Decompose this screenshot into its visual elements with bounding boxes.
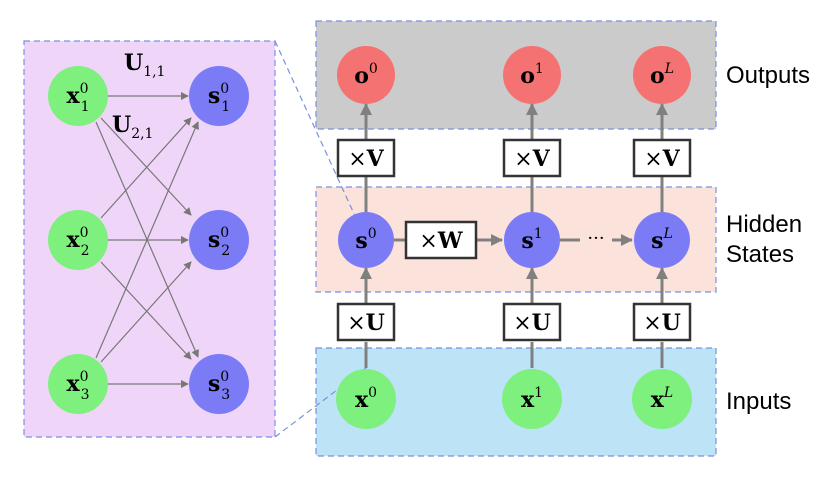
svg-text:xL: xL <box>651 385 673 413</box>
svg-text:s02: s02 <box>208 225 230 259</box>
svg-text:s0: s0 <box>355 226 376 254</box>
svg-text:×W: ×W <box>419 228 462 254</box>
hidden-node-l: sL <box>634 212 690 268</box>
svg-text:x01: x01 <box>67 81 90 115</box>
svg-text:s03: s03 <box>208 369 230 403</box>
output-node-1: o1 <box>503 46 561 104</box>
edge-label-u21: U2,1 <box>112 112 153 142</box>
label-outputs: Outputs <box>726 62 810 89</box>
hidden-node-1: s1 <box>504 212 560 268</box>
svg-text:x03: x03 <box>67 369 90 403</box>
svg-text:o1: o1 <box>520 61 544 89</box>
output-node-0: o0 <box>337 46 395 104</box>
svg-text:oL: oL <box>650 61 674 89</box>
svg-text:sL: sL <box>651 226 673 254</box>
weight-box-u-l: ×U <box>632 302 692 342</box>
svg-text:×U: ×U <box>643 310 681 336</box>
weight-box-v-1: ×V <box>502 138 562 178</box>
detail-edges <box>95 92 199 388</box>
unrolled-edges <box>360 103 668 368</box>
svg-text:x02: x02 <box>67 225 90 259</box>
input-node-1: x1 <box>502 369 562 429</box>
weight-box-u-1: ×U <box>502 302 562 342</box>
svg-text:×U: ×U <box>347 310 385 336</box>
svg-text:×U: ×U <box>513 310 551 336</box>
input-node-l: xL <box>632 369 692 429</box>
weight-box-u-0: ×U <box>336 302 396 342</box>
svg-text:o0: o0 <box>354 61 378 89</box>
output-node-l: oL <box>633 46 691 104</box>
svg-text:×V: ×V <box>348 146 384 172</box>
svg-text:s1: s1 <box>521 226 542 254</box>
label-states: States <box>726 241 794 268</box>
label-hidden: Hidden <box>726 211 802 238</box>
weight-box-w: ×W <box>404 220 478 260</box>
svg-text:×V: ×V <box>644 146 680 172</box>
svg-text:x1: x1 <box>521 385 543 413</box>
svg-text:×V: ×V <box>514 146 550 172</box>
zoom-connector-top <box>274 40 367 241</box>
input-node-0: x0 <box>336 369 396 429</box>
svg-text:x0: x0 <box>355 385 377 413</box>
weight-box-v-0: ×V <box>336 138 396 178</box>
label-inputs: Inputs <box>726 388 791 415</box>
ellipsis: ··· <box>587 228 604 249</box>
svg-text:s01: s01 <box>208 81 230 115</box>
edge-label-u11: U1,1 <box>124 50 165 80</box>
hidden-node-0: s0 <box>338 212 394 268</box>
weight-box-v-l: ×V <box>632 138 692 178</box>
